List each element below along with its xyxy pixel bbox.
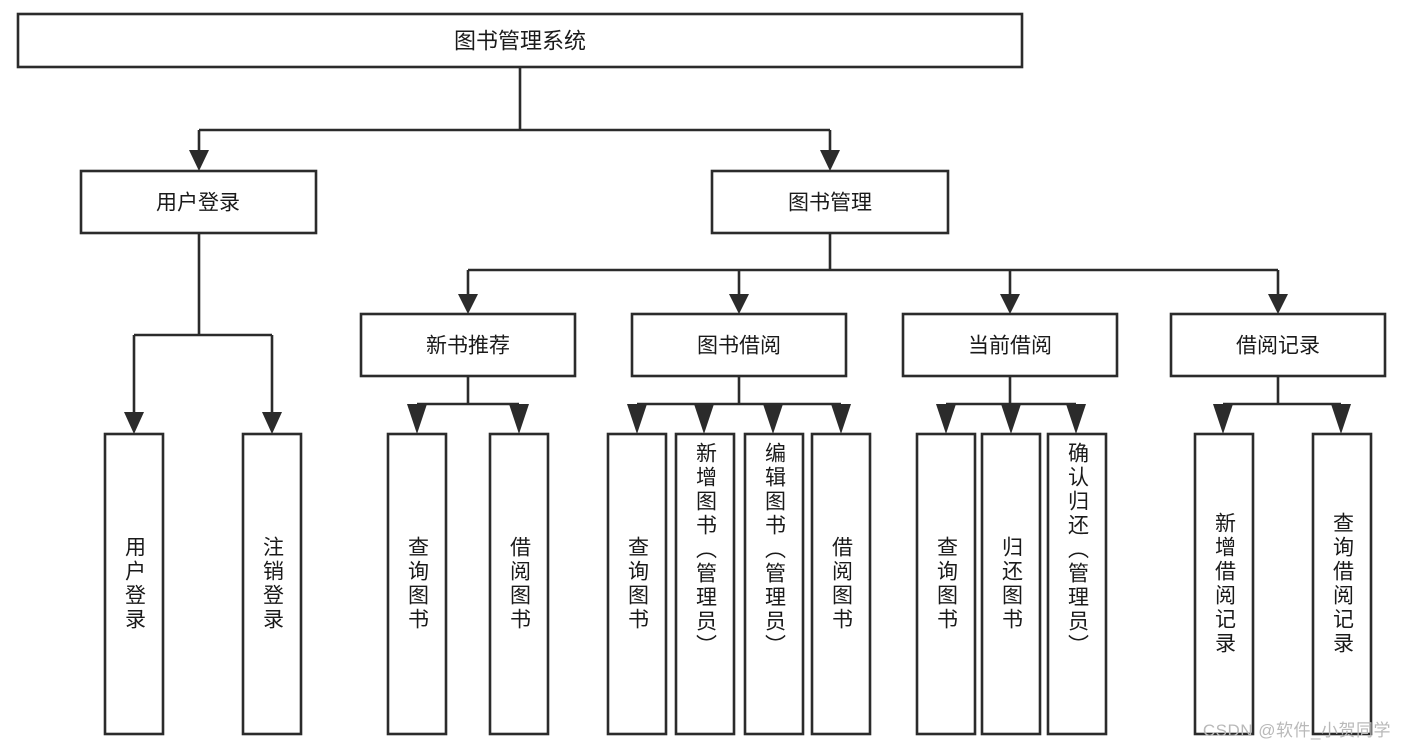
arrow-head-leaf-2 <box>262 412 282 434</box>
node-records-box[interactable] <box>1169 312 1387 378</box>
arrow-head-newbook <box>458 294 478 314</box>
connector-group-login <box>124 233 282 434</box>
node-leaf-12-box[interactable] <box>1193 432 1255 736</box>
node-root-box[interactable] <box>16 12 1024 69</box>
node-newbook-label: 新书推荐 <box>426 335 510 358</box>
node-bookmgmt-box[interactable] <box>710 169 950 235</box>
connector-group-bookmgmt <box>458 233 1288 314</box>
node-root-label: 图书管理系统 <box>454 29 586 54</box>
arrow-head-leaf-12 <box>1213 404 1233 434</box>
arrow-head-leaf-8 <box>831 404 851 434</box>
node-leaf-11-box[interactable] <box>1046 432 1108 736</box>
node-root[interactable]: 图书管理系统 <box>16 12 1024 69</box>
node-leaf-7-box[interactable] <box>743 432 805 736</box>
node-borrow-label: 图书借阅 <box>697 335 781 358</box>
arrow-head-borrow <box>729 294 749 314</box>
arrow-head-login <box>189 150 209 171</box>
node-leaf-6-box[interactable] <box>674 432 736 736</box>
node-leaf-10-box[interactable] <box>980 432 1042 736</box>
node-newbook-box[interactable] <box>359 312 577 378</box>
connector-group-records <box>1213 376 1351 434</box>
arrow-head-leaf-13 <box>1331 404 1351 434</box>
node-records[interactable]: 借阅记录 <box>1169 312 1387 378</box>
node-login[interactable]: 用户登录 <box>79 169 318 235</box>
node-bookmgmt-label: 图书管理 <box>788 192 872 215</box>
node-newbook[interactable]: 新书推荐 <box>359 312 577 378</box>
node-leaf-4-box[interactable] <box>488 432 550 736</box>
node-leaf-1-box[interactable] <box>103 432 165 736</box>
leaf-boxes <box>103 432 1373 736</box>
node-leaf-3-box[interactable] <box>386 432 448 736</box>
arrow-head-leaf-11 <box>1066 404 1086 434</box>
arrow-head-leaf-4 <box>509 404 529 434</box>
arrow-head-leaf-3 <box>407 404 427 434</box>
node-borrow-box[interactable] <box>630 312 848 378</box>
node-bookmgmt[interactable]: 图书管理 <box>710 169 950 235</box>
connector-group-current <box>936 376 1086 434</box>
arrow-head-leaf-9 <box>936 404 956 434</box>
arrow-head-leaf-7 <box>763 404 783 434</box>
node-leaf-8-box[interactable] <box>810 432 872 736</box>
node-current[interactable]: 当前借阅 <box>901 312 1119 378</box>
arrow-head-records <box>1268 294 1288 314</box>
node-leaf-2-box[interactable] <box>241 432 303 736</box>
node-login-box[interactable] <box>79 169 318 235</box>
node-login-label: 用户登录 <box>156 192 240 215</box>
connector-group-root <box>189 67 840 171</box>
connector-group-borrow <box>627 376 851 434</box>
csdn-watermark: CSDN @软件_小贺同学 <box>1202 721 1391 740</box>
arrow-head-leaf-10 <box>1001 404 1021 434</box>
node-leaf-9-box[interactable] <box>915 432 977 736</box>
node-borrow[interactable]: 图书借阅 <box>630 312 848 378</box>
arrow-head-current <box>1000 294 1020 314</box>
node-records-label: 借阅记录 <box>1236 335 1320 358</box>
node-current-box[interactable] <box>901 312 1119 378</box>
arrow-head-bookmgmt <box>820 150 840 171</box>
arrow-head-leaf-5 <box>627 404 647 434</box>
connector-group-newbook <box>407 376 529 434</box>
node-current-label: 当前借阅 <box>968 335 1052 358</box>
arrow-head-leaf-6 <box>694 404 714 434</box>
node-leaf-13-box[interactable] <box>1311 432 1373 736</box>
arrow-head-leaf-1 <box>124 412 144 434</box>
node-leaf-5-box[interactable] <box>606 432 668 736</box>
